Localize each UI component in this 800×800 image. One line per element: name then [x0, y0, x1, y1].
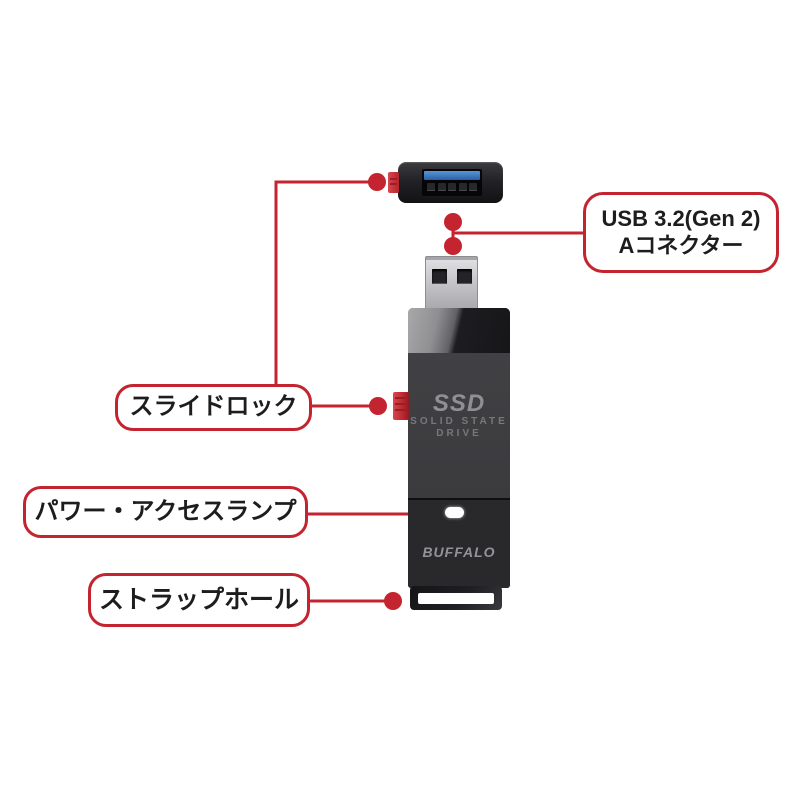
cap-port-contacts [424, 183, 480, 191]
cap-lock-tab [388, 172, 399, 193]
strap-hole-loop [410, 586, 502, 610]
cap-port-opening [422, 169, 482, 196]
body-print-drive: DRIVE [436, 428, 482, 439]
body-glossy-top [408, 308, 510, 353]
callout-strap-hole: ストラップホール [88, 573, 310, 627]
usb3-blue-tongue [424, 171, 480, 180]
callout-line-usb-connector [444, 213, 584, 255]
buffalo-logo: BUFFALO [422, 544, 496, 560]
power-access-lamp-led [445, 507, 464, 518]
callout-line-slide-lock [274, 173, 387, 415]
callout-slide-lock-label: スライドロック [129, 393, 298, 421]
device-body: SSD SOLID STATE DRIVE BUFFALO [408, 308, 510, 588]
callout-usb-line1: USB 3.2(Gen 2) [601, 206, 761, 232]
strap-hole-slot [418, 593, 494, 604]
callout-strap-hole-label: ストラップホール [98, 586, 299, 614]
usb-a-plug [425, 256, 478, 310]
callout-power-access-lamp: パワー・アクセスランプ [23, 486, 308, 538]
plug-contact-hole [457, 269, 472, 284]
usb-cap [388, 162, 503, 203]
body-main-section [408, 353, 510, 498]
callout-usb-connector: USB 3.2(Gen 2) Aコネクター [583, 192, 779, 273]
body-print-ssd: SSD [432, 390, 486, 417]
callout-line-strap-hole [310, 592, 402, 610]
plug-contact-hole [432, 269, 447, 284]
slide-lock-slider [393, 392, 409, 420]
callout-slide-lock: スライドロック [115, 384, 312, 431]
body-seam [408, 498, 510, 500]
callout-power-lamp-label: パワー・アクセスランプ [34, 497, 297, 525]
body-print-solid-state: SOLID STATE [410, 416, 508, 427]
callout-usb-line2: Aコネクター [618, 232, 744, 258]
